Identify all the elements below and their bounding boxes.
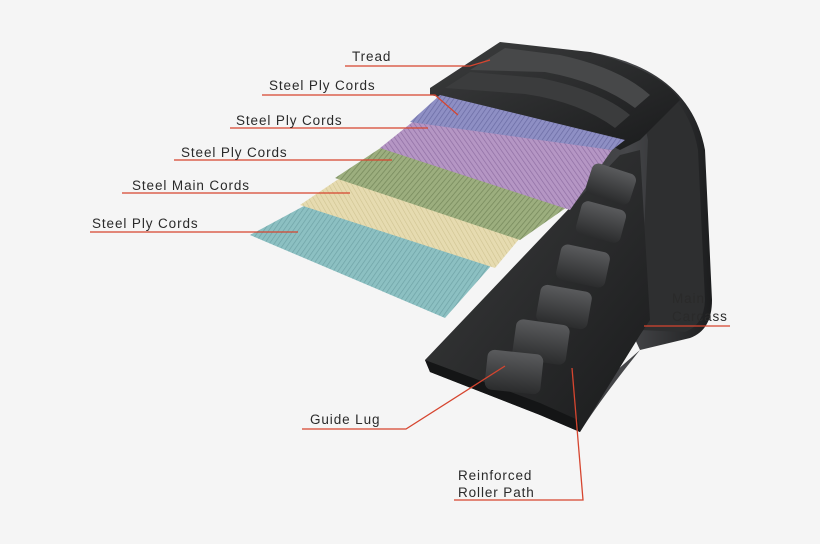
steel-ply-cords-layer-2 xyxy=(380,120,612,210)
steel-ply-cords-layer-1 xyxy=(410,95,625,150)
guide-lug xyxy=(556,244,610,288)
track-back-wall xyxy=(595,55,705,332)
steel-ply-cords-layer-4 xyxy=(250,200,505,318)
tread-leader xyxy=(345,59,491,67)
guide-lug xyxy=(586,163,636,205)
roller-path-label-line2: Roller Path xyxy=(458,485,535,500)
main-carcass-label-line2: Carcass xyxy=(672,309,728,324)
guide-lug xyxy=(536,284,592,330)
steel-main-cords-layer xyxy=(300,178,525,268)
guide-lug-leader xyxy=(302,365,506,430)
tread-label: Tread xyxy=(352,49,391,64)
steel-ply-cords-layer-3 xyxy=(335,145,570,240)
steel-main-cords-label: Steel Main Cords xyxy=(132,178,250,193)
guide-lug xyxy=(484,349,544,395)
tread-bar-1 xyxy=(470,48,650,108)
steel-ply-cords-2-label: Steel Ply Cords xyxy=(236,113,343,128)
steel-ply-cords-1-label: Steel Ply Cords xyxy=(269,78,376,93)
roller-path-label-line1: Reinforced xyxy=(458,468,532,483)
steel-ply-cords-3-label: Steel Ply Cords xyxy=(181,145,288,160)
main-carcass-label-line1: Main xyxy=(672,291,705,306)
carcass-front-edge xyxy=(425,360,580,432)
guide-lugs xyxy=(484,163,636,395)
guide-lug xyxy=(575,201,627,243)
steel-ply-cords-4-label: Steel Ply Cords xyxy=(92,216,199,231)
leader-lines xyxy=(90,59,730,501)
guide-lug-label: Guide Lug xyxy=(310,412,380,427)
tread-bar-2 xyxy=(445,72,630,128)
steel-ply-cords-1-leader xyxy=(262,94,459,116)
roller-path-leader xyxy=(454,367,584,501)
